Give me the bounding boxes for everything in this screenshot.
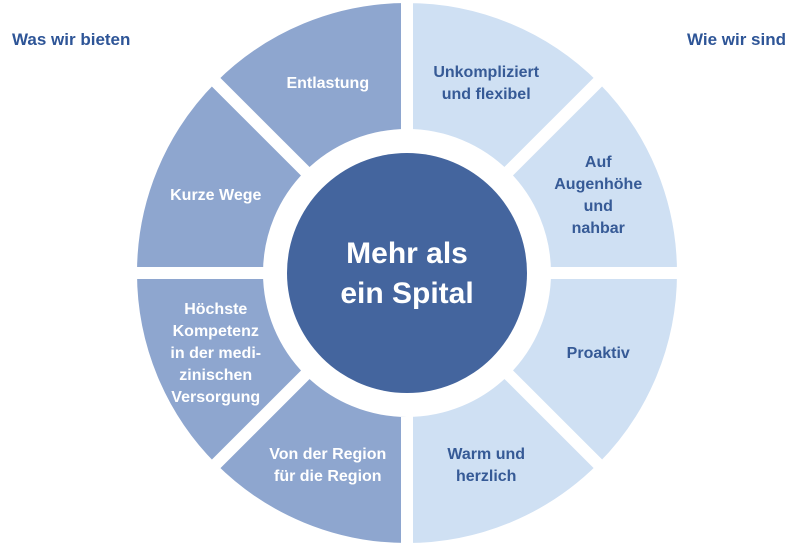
segment-label-kompetenz: Kompetenz bbox=[173, 323, 259, 340]
segment-label-kompetenz: in der medi- bbox=[170, 345, 261, 362]
segment-label-augenhoehe: Augenhöhe bbox=[554, 176, 642, 193]
segment-label-entlastung: Entlastung bbox=[286, 75, 369, 92]
heading-wie-wir-sind: Wie wir sind bbox=[686, 30, 786, 49]
heading-was-wir-bieten: Was wir bieten bbox=[12, 30, 131, 49]
segment-label-kompetenz: Versorgung bbox=[171, 389, 260, 406]
segment-label-kompetenz: Höchste bbox=[184, 301, 247, 318]
segment-label-augenhoehe: Auf bbox=[585, 154, 612, 171]
center-circle bbox=[287, 153, 527, 393]
segment-warm bbox=[401, 362, 611, 545]
segment-label-augenhoehe: nahbar bbox=[572, 220, 625, 237]
segment-label-warm: herzlich bbox=[456, 468, 516, 485]
segment-label-proaktiv: Proaktiv bbox=[567, 345, 630, 362]
center-label-line-1: Mehr als bbox=[346, 237, 468, 270]
segment-entlastung bbox=[203, 0, 413, 184]
center-label-line-2: ein Spital bbox=[340, 277, 473, 310]
segment-label-kompetenz: zinischen bbox=[179, 367, 252, 384]
segment-label-region: Von der Region bbox=[269, 446, 386, 463]
segment-label-unkompliziert: Unkompliziert bbox=[433, 64, 539, 81]
segment-label-unkompliziert: und flexibel bbox=[442, 86, 531, 103]
segment-label-region: für die Region bbox=[274, 468, 382, 485]
segment-label-kurze-wege: Kurze Wege bbox=[170, 187, 261, 204]
segment-label-warm: Warm und bbox=[447, 446, 525, 463]
segment-label-augenhoehe: und bbox=[584, 198, 613, 215]
